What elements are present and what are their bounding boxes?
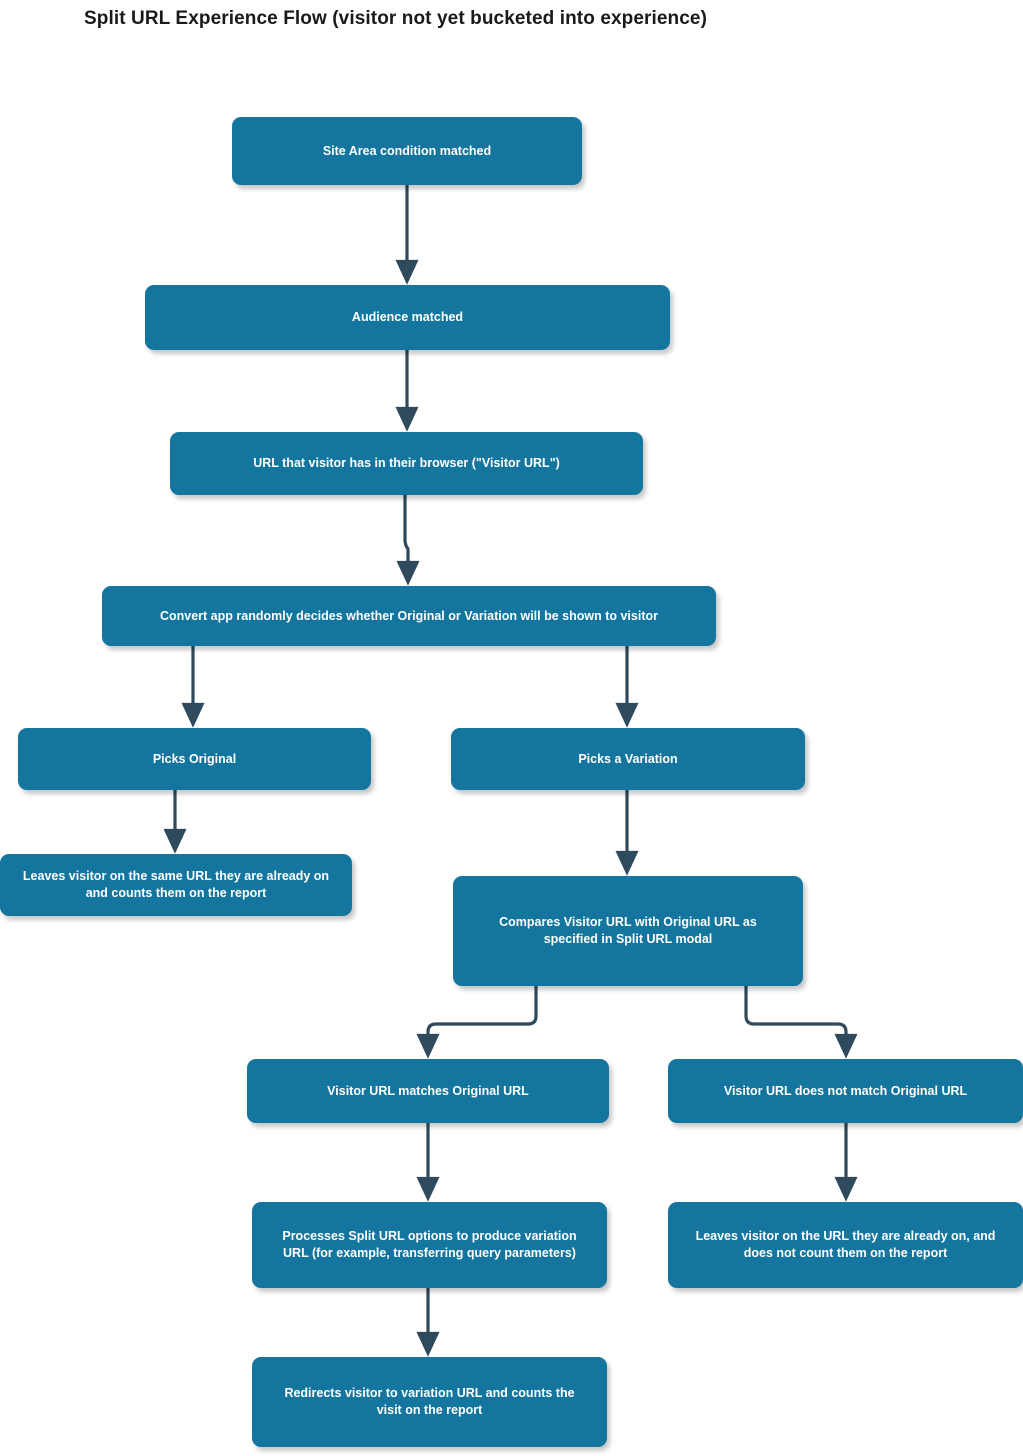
node-label: Leaves visitor on the same URL they are … (22, 869, 330, 900)
node-label: Picks Original (152, 751, 237, 766)
node-leaves-visitor-same-url-counts[interactable]: Leaves visitor on the same URL they are … (0, 854, 352, 916)
node-label: Convert app randomly decides whether Ori… (159, 608, 658, 623)
node-label: Visitor URL does not match Original URL (723, 1083, 968, 1098)
node-processes-split-url-options[interactable]: Processes Split URL options to produce v… (252, 1202, 607, 1288)
edge-compares-urls-to-url-not-matches (744, 986, 858, 1059)
node-convert-app-randomly-decides[interactable]: Convert app randomly decides whether Ori… (102, 586, 716, 646)
node-picks-original[interactable]: Picks Original (18, 728, 371, 790)
node-label: Site Area condition matched (322, 143, 492, 158)
node-redirects-visitor-to-variation-url[interactable]: Redirects visitor to variation URL and c… (252, 1357, 607, 1447)
node-audience-matched[interactable]: Audience matched (145, 285, 670, 350)
node-visitor-url[interactable]: URL that visitor has in their browser ("… (170, 432, 643, 495)
node-site-area-condition-matched[interactable]: Site Area condition matched (232, 117, 582, 185)
node-label: URL that visitor has in their browser ("… (253, 456, 560, 471)
edge-compares-urls-to-url-matches (416, 986, 538, 1059)
node-label: Visitor URL matches Original URL (327, 1083, 529, 1098)
edge-visitor-url-to-convert-app (396, 495, 420, 586)
page-title: Split URL Experience Flow (visitor not y… (84, 8, 708, 29)
node-label: Audience matched (351, 310, 464, 325)
node-leaves-visitor-url-does-not-count[interactable]: Leaves visitor on the URL they are alrea… (668, 1202, 1023, 1288)
node-label: Processes Split URL options to produce v… (282, 1229, 577, 1260)
node-label: Leaves visitor on the URL they are alrea… (695, 1229, 996, 1260)
node-label: Redirects visitor to variation URL and c… (284, 1386, 575, 1417)
node-compares-visitor-url-with-original-url[interactable]: Compares Visitor URL with Original URL a… (453, 876, 803, 986)
node-label: Picks a Variation (578, 751, 678, 766)
node-label: Compares Visitor URL with Original URL a… (499, 915, 757, 946)
node-visitor-url-matches-original-url[interactable]: Visitor URL matches Original URL (247, 1059, 609, 1123)
node-visitor-url-does-not-match-original-url[interactable]: Visitor URL does not match Original URL (668, 1059, 1023, 1123)
node-picks-a-variation[interactable]: Picks a Variation (451, 728, 805, 790)
